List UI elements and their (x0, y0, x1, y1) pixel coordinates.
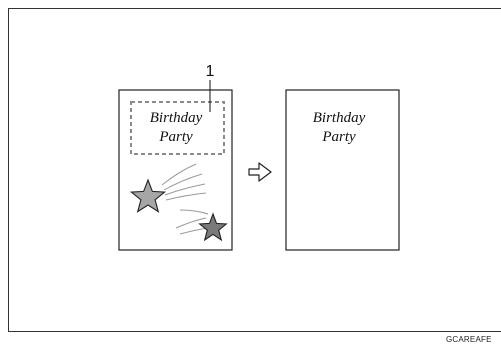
outline-right-arrow-icon (248, 162, 272, 182)
callout-number: 1 (206, 63, 215, 80)
star-icon (198, 212, 228, 242)
motion-lines-large (161, 163, 207, 201)
original-title-line1: Birthday (150, 110, 203, 126)
result-page (285, 89, 400, 251)
original-title-line2: Party (158, 129, 193, 145)
result-title-line1: Birthday (313, 110, 366, 126)
star-icon (129, 178, 167, 213)
original-document: Birthday Party 1 (118, 63, 233, 251)
image-code-label: GCAREAFE (446, 335, 492, 344)
result-document: Birthday Party (285, 89, 400, 251)
selected-area-dashed-box (130, 101, 225, 155)
figure-frame (8, 8, 501, 332)
result-title-line2: Party (321, 129, 356, 145)
